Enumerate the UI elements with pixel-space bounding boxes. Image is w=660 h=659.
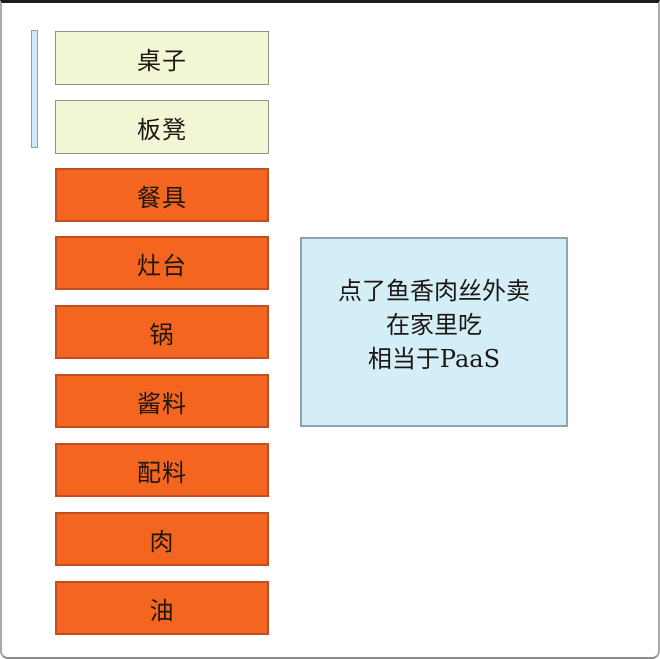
stack-box-label: 板凳 (137, 115, 187, 144)
stack-box-oil: 油 (55, 581, 269, 635)
stack-box-table: 桌子 (55, 31, 269, 85)
stack-box-label: 肉 (149, 527, 175, 556)
stack-box-label: 锅 (149, 320, 175, 349)
stack-box-label: 油 (149, 596, 175, 625)
stack-box-label: 酱料 (137, 389, 187, 418)
paas-note-box: 点了鱼香肉丝外卖 在家里吃 相当于PaaS (300, 237, 568, 427)
stack-box-bench: 板凳 (55, 100, 269, 154)
stack-box-label: 桌子 (137, 46, 187, 75)
stack-box-label: 配料 (137, 458, 187, 487)
stack-box-pot: 锅 (55, 305, 269, 359)
stack-box-label: 餐具 (137, 183, 187, 212)
note-line-1: 点了鱼香肉丝外卖 (338, 277, 530, 305)
stack-box-label: 灶台 (137, 251, 187, 280)
note-line-3: 相当于PaaS (367, 345, 501, 373)
stack-box-tableware: 餐具 (55, 168, 269, 222)
stack-box-stove: 灶台 (55, 236, 269, 290)
note-line-2: 在家里吃 (386, 311, 482, 339)
stack-box-sauce: 酱料 (55, 374, 269, 428)
stack-accent-bar (31, 30, 38, 148)
stack-box-meat: 肉 (55, 512, 269, 566)
stack-box-ingredients: 配料 (55, 443, 269, 497)
